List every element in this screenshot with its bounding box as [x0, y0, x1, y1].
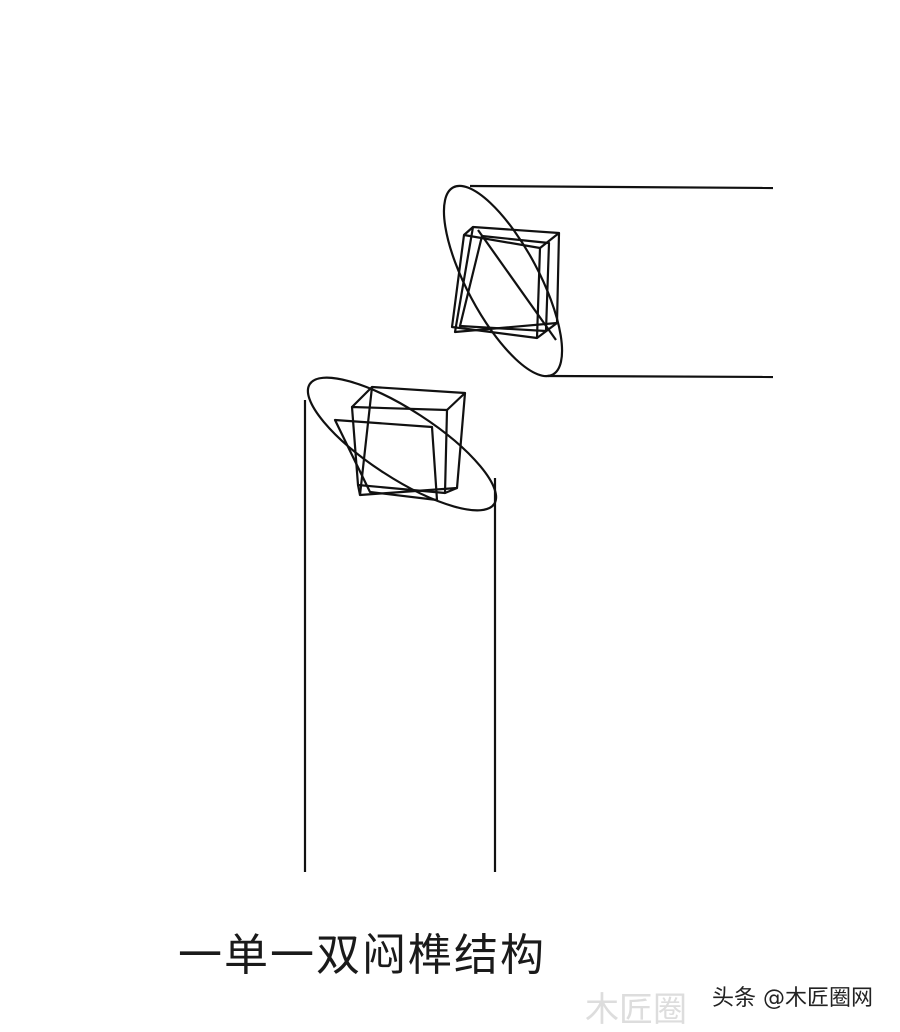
watermark-logo: 木匠圈 — [585, 990, 687, 1030]
rail-tenon-edge — [539, 232, 560, 249]
diagram-caption: 一单一双闷榫结构 — [178, 930, 546, 981]
rail-tenon-edge — [536, 322, 558, 339]
horizontal-rail — [442, 184, 774, 379]
post-tenon-edge — [351, 386, 373, 408]
post-tenon-core — [333, 418, 439, 502]
rail-end-ellipse — [442, 184, 564, 378]
rail-tenon-core — [458, 234, 551, 333]
vertical-post — [303, 376, 498, 872]
watermark-text: 头条 @木匠圈网 — [712, 986, 873, 1011]
post-tenon-outer — [358, 385, 467, 497]
post-end-ellipse — [306, 376, 498, 512]
post-tenon-edge — [356, 484, 362, 496]
post-tenon-edge — [444, 486, 458, 495]
rail-top-edge — [469, 184, 774, 190]
post-tenon-edge — [446, 392, 466, 411]
rail-bottom-edge — [547, 374, 774, 379]
rail-tenon-edge — [463, 226, 474, 236]
rail-tenon-edge — [477, 229, 557, 341]
